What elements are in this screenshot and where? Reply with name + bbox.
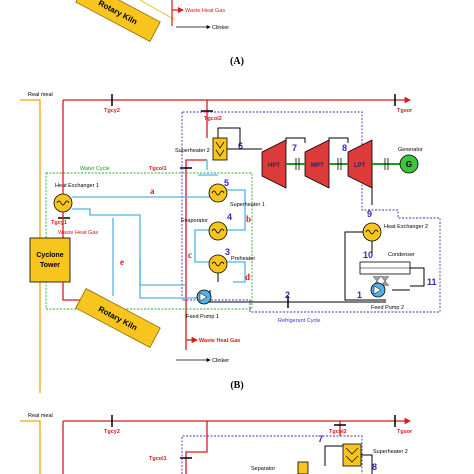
waste-heat-gas-2-label: Waste Heat Gas	[199, 338, 240, 344]
turbine-mpt: MPT	[311, 163, 324, 169]
evaporator-label: Evaporator	[181, 218, 208, 224]
stream-b: b	[246, 214, 251, 224]
state-4: 4	[227, 212, 232, 222]
preheater: Preheater	[208, 254, 255, 274]
feed-pump-1: Feed Pump 1	[186, 289, 219, 320]
superheater-1: Superheater 1	[208, 183, 265, 208]
panel-b: Real meal Tgcy2 Tgsor Tgcol2 Tgcol1 Wast…	[20, 92, 441, 393]
state-7: 7	[292, 143, 297, 153]
evaporator: Evaporator	[181, 218, 228, 241]
cyclone-tower-line-2: Tower	[40, 262, 60, 269]
superheater-2-label: Superheater 2	[175, 148, 210, 154]
state-1: 1	[357, 290, 362, 300]
stream-d: d	[245, 272, 250, 282]
gas-line: Tgcy2 Tgsor Tgcol2 Tgcol1 Waste Heat Gas	[62, 94, 413, 350]
tgcol1-c-label: Tgcol1	[149, 456, 167, 462]
state-8-c: 8	[372, 462, 377, 472]
superheater-1-label: Superheater 1	[230, 202, 265, 208]
condenser-label: Condenser	[388, 252, 415, 258]
feed-pump-2: Feed Pump 2	[370, 282, 404, 311]
heat-exchanger-2-label: Heat Exchanger 2	[384, 224, 428, 230]
state-7-c: 7	[318, 434, 323, 444]
state-10: 10	[363, 250, 373, 260]
state-2: 2	[285, 290, 290, 300]
refrigerant-cycle-label: Refrigerant Cycle	[278, 318, 321, 324]
turbine-lpt: LPT	[354, 163, 366, 169]
preheater-label: Preheater	[231, 256, 255, 262]
rotary-kiln-a: Rotary Kiln	[75, 0, 161, 42]
tgcol1-label: Tgcol1	[149, 166, 167, 172]
state-8: 8	[342, 143, 347, 153]
turbine-hpt: HPT	[268, 163, 280, 169]
heat-exchanger-1-label: Heat Exchanger 1	[55, 183, 99, 189]
separator-c-label: Separator	[251, 466, 275, 472]
generator-label: Generator	[398, 147, 423, 153]
water-lines	[72, 160, 246, 299]
state-11: 11	[427, 277, 437, 287]
cyclone-tower: Cyclone Tower	[29, 237, 71, 283]
state-9: 9	[367, 209, 372, 219]
clinker-b-label: Clinker	[212, 358, 229, 364]
tgcol2-label: Tgcol2	[204, 116, 222, 122]
cyclone-tower-line-1: Cyclone	[36, 252, 63, 259]
real-meal-line: Real meal	[20, 92, 53, 393]
superheater-2-c-label: Superheater 2	[373, 449, 408, 455]
rotary-kiln-b: Rotary Kiln	[75, 288, 161, 348]
tgcol2-c-label: Tgcol2	[329, 429, 347, 435]
panel-label-b: (B)	[230, 380, 243, 391]
feed-pump-1-label: Feed Pump 1	[186, 314, 219, 320]
tgcy2-c-label: Tgcy2	[104, 429, 120, 435]
stream-e: e	[120, 257, 124, 267]
panel-c-fragment: Real meal Tgcy2 Tgsor Tgcol1 Tgcol2 Supe…	[20, 413, 413, 474]
tgsor-c-label: Tgsor	[397, 429, 413, 435]
waste-heat-gas-1-label: Waste Heat Gas	[58, 230, 98, 236]
real-meal-label: Real meal	[28, 92, 53, 98]
tgcy2-label: Tgcy2	[104, 108, 120, 114]
state-3: 3	[225, 247, 230, 257]
state-5: 5	[224, 178, 229, 188]
superheater-2: Superheater 2	[175, 137, 228, 161]
tgsor-label: Tgsor	[397, 108, 413, 114]
panel-a-fragment: Rotary Kiln Waste Heat Gas Clinker (A)	[75, 0, 244, 67]
stream-c: c	[188, 250, 192, 260]
state-6: 6	[238, 141, 243, 151]
generator: G Generator	[398, 147, 423, 174]
waste-heat-gas-a: Waste Heat Gas	[185, 8, 225, 14]
panel-label-a: (A)	[230, 56, 244, 67]
tgcy1-label: Tgcy1	[51, 220, 67, 226]
turbines: HPT MPT LPT	[261, 139, 400, 189]
clinker-a: Clinker	[212, 25, 229, 31]
feed-pump-2-label: Feed Pump 2	[371, 305, 404, 311]
water-cycle-label: Water Cycle	[80, 166, 110, 172]
heat-exchanger-2: Heat Exchanger 2	[362, 222, 428, 242]
real-meal-c-label: Real meal	[28, 413, 53, 419]
stream-a: a	[150, 186, 155, 196]
generator-symbol: G	[406, 160, 412, 169]
